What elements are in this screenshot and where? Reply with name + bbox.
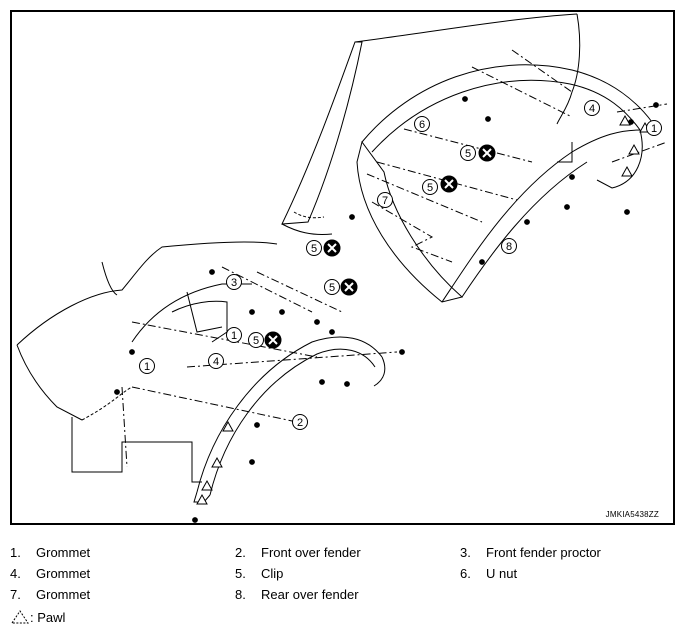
callout-bubble: 5 — [422, 179, 438, 195]
pawl-label: : Pawl — [30, 610, 66, 625]
callout-number: 4 — [589, 103, 595, 115]
legend-item: 1.Grommet — [10, 545, 91, 560]
callout-number: 5 — [311, 243, 317, 255]
callout-number: 7 — [382, 195, 388, 207]
rear-body-panel — [281, 13, 581, 235]
callout-bubble: 1 — [139, 358, 155, 374]
legend-item: 7.Grommet — [10, 587, 91, 602]
callout-number: 3 — [231, 277, 237, 289]
clip-x-marker — [440, 175, 458, 193]
front-fasteners — [114, 269, 405, 523]
legend-row: 1.Grommet 2.Front over fender 3.Front fe… — [10, 545, 675, 563]
rear-clip-callout-lines — [366, 49, 668, 263]
callout-number: 5 — [465, 148, 471, 160]
callout-number: 5 — [253, 335, 259, 347]
callout-number: 8 — [506, 241, 512, 253]
callout-bubble: 4 — [584, 100, 600, 116]
callout-bubble: 7 — [377, 192, 393, 208]
callout-bubble: 5 — [306, 240, 322, 256]
front-body-panel — [16, 241, 278, 421]
callout-number: 1 — [651, 123, 657, 135]
callout-number: 1 — [144, 361, 150, 373]
callout-bubble: 4 — [208, 353, 224, 369]
pawl-legend: : Pawl — [10, 609, 65, 625]
legend-item: 5.Clip — [235, 566, 284, 581]
image-code: JMKIA5438ZZ — [605, 510, 659, 519]
clip-x-marker — [340, 278, 358, 296]
legend-item: 4.Grommet — [10, 566, 91, 581]
diagram-frame: 1 4 6 5 5 7 8 5 5 3 1 5 4 1 2 JMKIA5438ZZ — [10, 10, 675, 525]
callout-bubble: 5 — [324, 279, 340, 295]
callout-number: 5 — [329, 282, 335, 294]
front-fender-protector — [71, 283, 252, 483]
rear-over-fender — [356, 64, 653, 303]
legend-row: 7.Grommet 8.Rear over fender — [10, 587, 675, 605]
clip-remove-markers — [264, 144, 496, 349]
callout-bubble: 8 — [501, 238, 517, 254]
callout-bubble: 5 — [248, 332, 264, 348]
legend-item: 2.Front over fender — [235, 545, 361, 560]
legend-item: 3.Front fender proctor — [460, 545, 601, 560]
pawl-triangle-icon — [11, 610, 29, 624]
front-callout-lines — [121, 266, 398, 468]
clip-x-marker — [264, 331, 282, 349]
callout-numbers: 1 4 6 5 5 7 8 5 5 3 1 5 4 1 2 — [139, 100, 662, 430]
callout-bubble: 1 — [226, 327, 242, 343]
callout-number: 6 — [419, 119, 425, 131]
callout-bubble: 3 — [226, 274, 242, 290]
legend-row: 4.Grommet 5.Clip 6.U nut — [10, 566, 675, 584]
callout-number: 2 — [297, 417, 303, 429]
clip-x-marker — [478, 144, 496, 162]
callout-bubble: 1 — [646, 120, 662, 136]
callout-bubble: 6 — [414, 116, 430, 132]
exploded-parts-diagram: 1 4 6 5 5 7 8 5 5 3 1 5 4 1 2 — [16, 13, 668, 523]
rear-fasteners — [349, 96, 659, 265]
legend-item: 8.Rear over fender — [235, 587, 359, 602]
callout-number: 1 — [231, 330, 237, 342]
callout-number: 4 — [213, 356, 219, 368]
clip-x-marker — [323, 239, 341, 257]
legend-item: 6.U nut — [460, 566, 518, 581]
callout-bubble: 2 — [292, 414, 308, 430]
callout-bubble: 5 — [460, 145, 476, 161]
callout-number: 5 — [427, 182, 433, 194]
